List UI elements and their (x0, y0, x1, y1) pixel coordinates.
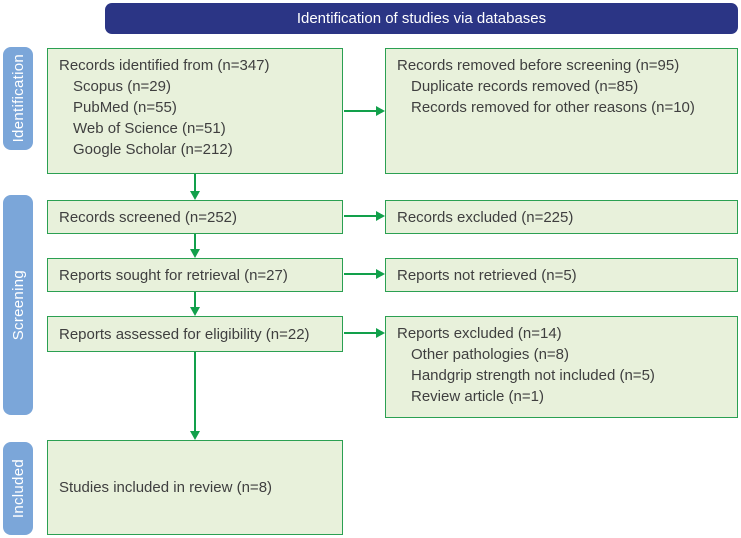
box-records-screened-title: Records screened (n=252) (59, 208, 238, 226)
box-reports-excluded: Reports excluded (n=14) Other pathologie… (385, 316, 738, 418)
box-records-identified-item: Scopus (n=29) (73, 78, 171, 95)
arrow-line (344, 110, 377, 112)
box-studies-included-title: Studies included in review (n=8) (59, 479, 273, 496)
stage-label-screening: Screening (3, 195, 33, 415)
box-records-identified-item: PubMed (n=55) (73, 99, 177, 116)
box-records-identified: Records identified from (n=347) Scopus (… (47, 48, 343, 174)
stage-label-included: Included (3, 442, 33, 535)
box-records-excluded: Records excluded (n=225) (385, 200, 738, 234)
stage-label-screening-text: Screening (9, 269, 27, 341)
box-reports-assessed: Reports assessed for eligibility (n=22) (47, 316, 343, 352)
box-reports-sought: Reports sought for retrieval (n=27) (47, 258, 343, 292)
box-reports-assessed-title: Reports assessed for eligibility (n=22) (59, 325, 310, 343)
box-records-removed-title: Records removed before screening (n=95) (397, 57, 680, 74)
box-reports-excluded-item: Handgrip strength not included (n=5) (411, 367, 655, 384)
arrow-head-icon (190, 191, 200, 200)
arrow-head-icon (190, 249, 200, 258)
stage-label-included-text: Included (9, 458, 27, 519)
arrow-line (344, 273, 377, 275)
arrow-head-icon (376, 328, 385, 338)
box-reports-excluded-item: Review article (n=1) (411, 388, 544, 405)
box-records-identified-item: Web of Science (n=51) (73, 120, 226, 137)
box-records-removed-item: Duplicate records removed (n=85) (411, 78, 639, 95)
arrow-line (344, 332, 377, 334)
box-studies-included: Studies included in review (n=8) (47, 440, 343, 535)
box-records-removed-item: Records removed for other reasons (n=10) (411, 99, 695, 116)
arrow-head-icon (376, 269, 385, 279)
box-reports-not-retrieved: Reports not retrieved (n=5) (385, 258, 738, 292)
box-reports-excluded-item: Other pathologies (n=8) (411, 346, 570, 363)
box-records-removed: Records removed before screening (n=95) … (385, 48, 738, 174)
arrow-head-icon (190, 307, 200, 316)
stage-label-identification-text: Identification (9, 54, 27, 143)
box-reports-excluded-title: Reports excluded (n=14) (397, 325, 562, 342)
arrow-line (194, 234, 196, 250)
arrow-line (194, 292, 196, 308)
box-reports-not-retrieved-title: Reports not retrieved (n=5) (397, 266, 577, 284)
arrow-head-icon (376, 211, 385, 221)
arrow-line (344, 215, 377, 217)
stage-label-identification: Identification (3, 47, 33, 150)
diagram-title: Identification of studies via databases (105, 3, 738, 34)
box-records-excluded-title: Records excluded (n=225) (397, 208, 574, 226)
box-reports-sought-title: Reports sought for retrieval (n=27) (59, 266, 288, 284)
arrow-head-icon (376, 106, 385, 116)
arrow-line (194, 174, 196, 192)
box-records-identified-item: Google Scholar (n=212) (73, 141, 233, 158)
arrow-line (194, 352, 196, 432)
box-records-identified-title: Records identified from (n=347) (59, 57, 270, 74)
box-records-screened: Records screened (n=252) (47, 200, 343, 234)
arrow-head-icon (190, 431, 200, 440)
